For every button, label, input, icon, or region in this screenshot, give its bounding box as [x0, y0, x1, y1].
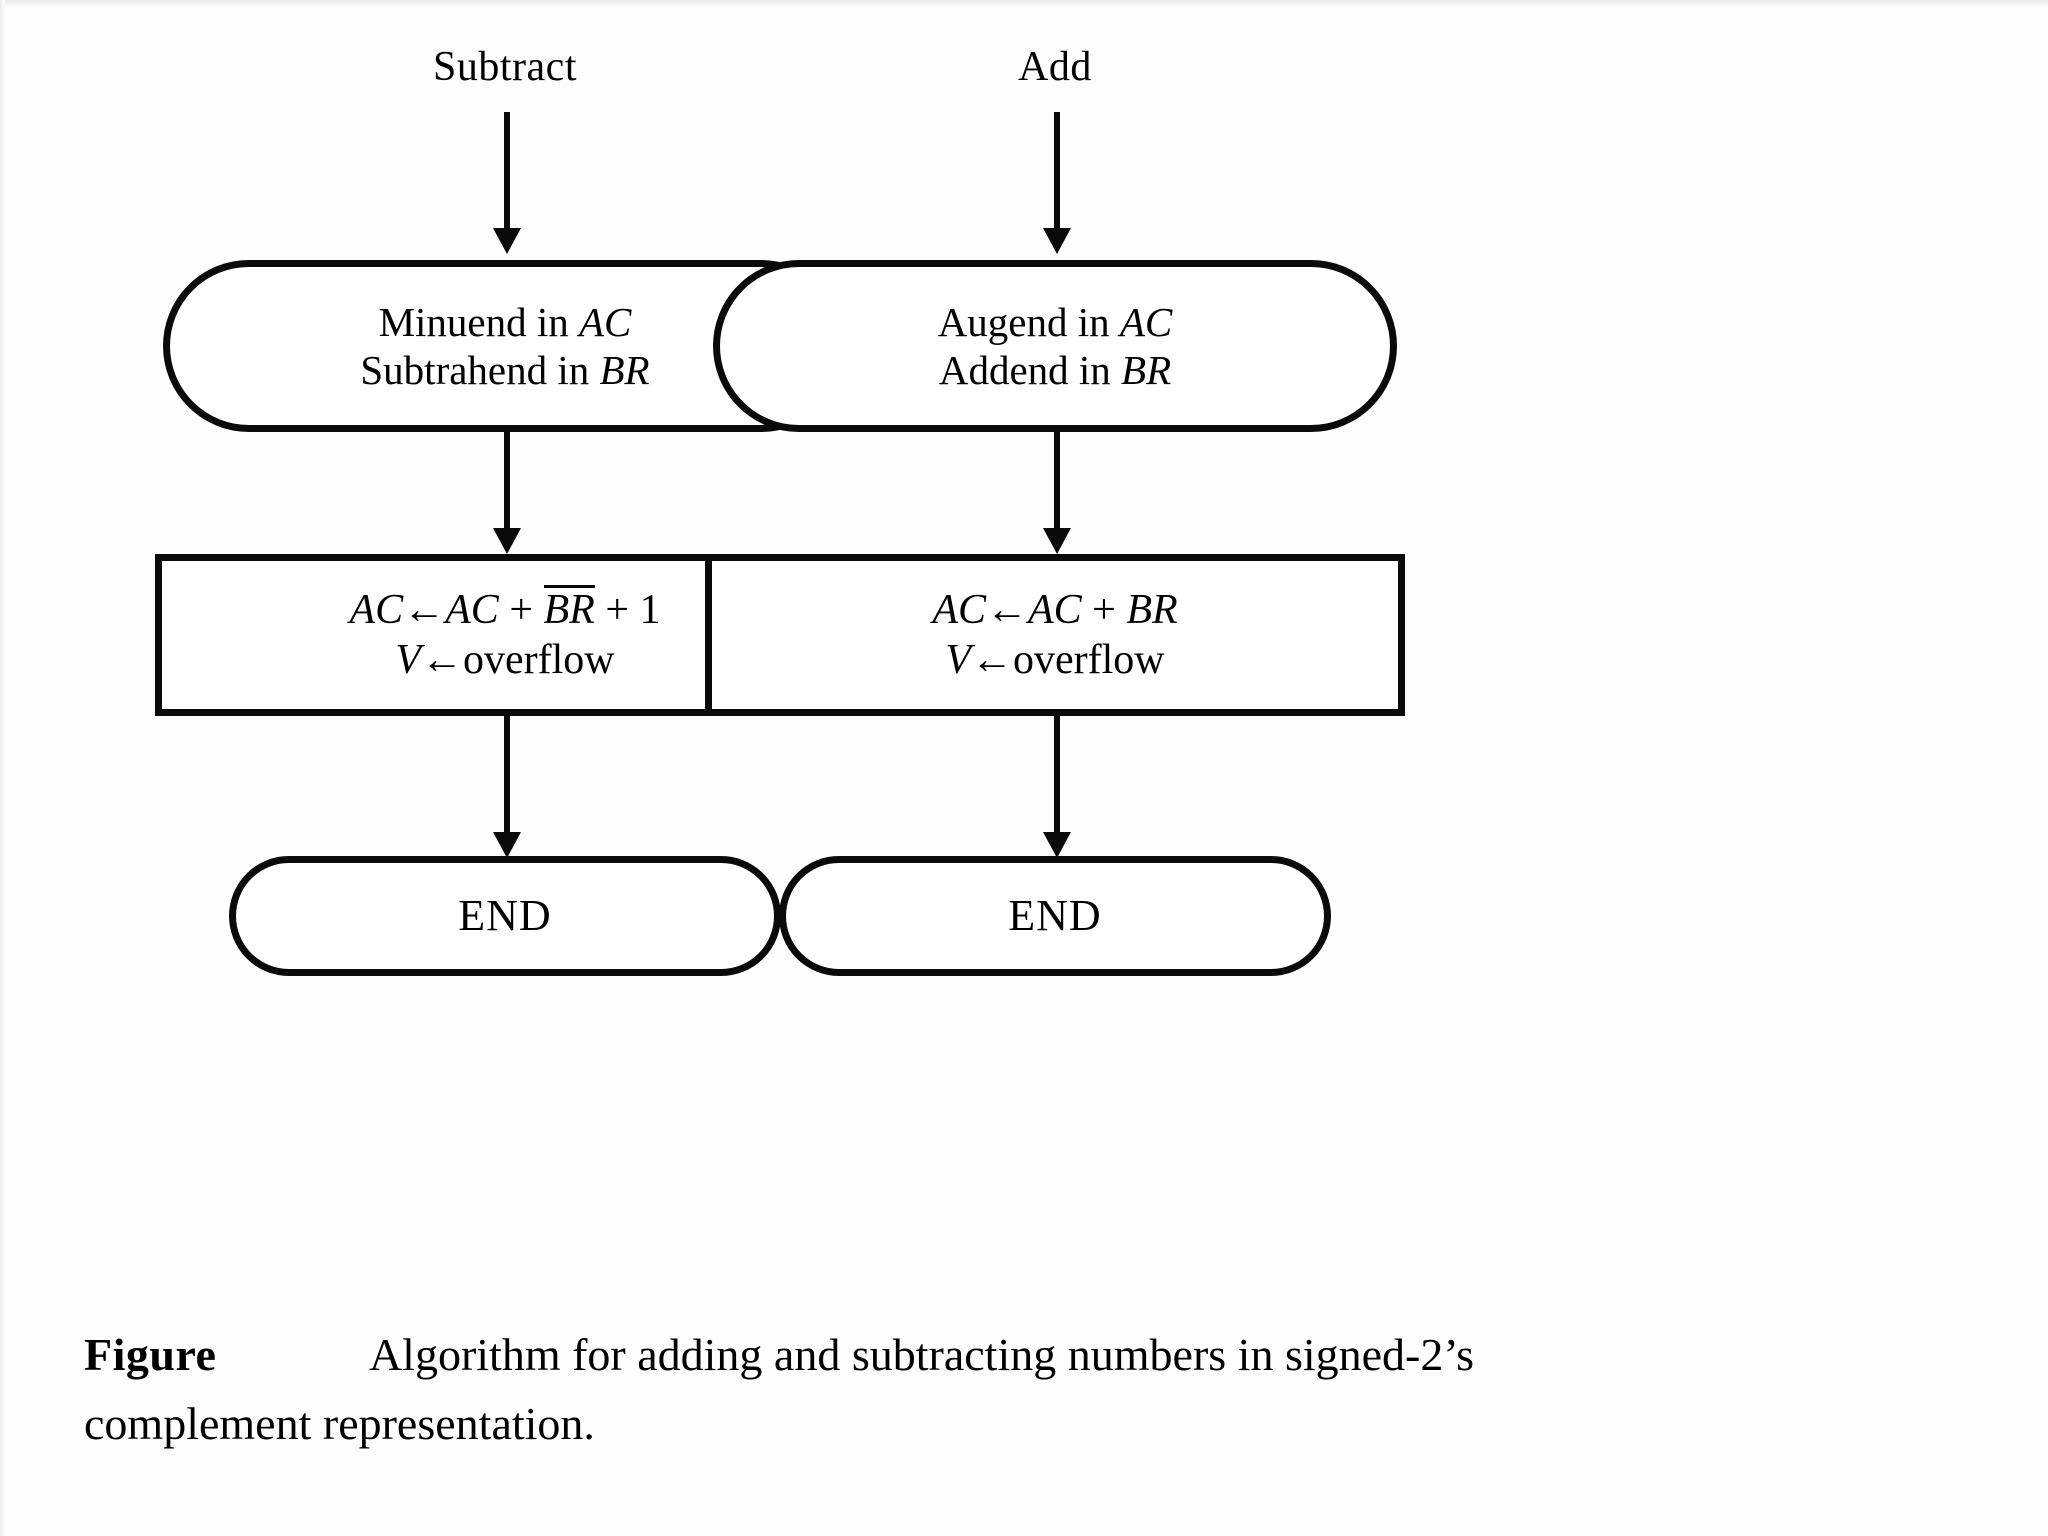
- node-add-process-line2: V←overflow: [945, 635, 1164, 685]
- node-add-operands: Augend in AC Addend in BR: [713, 260, 1397, 432]
- caption-line-1: Figure Algorithm for adding and subtract…: [84, 1322, 1994, 1389]
- entry-label-add: Add: [1018, 44, 1092, 90]
- figure-caption: Figure Algorithm for adding and subtract…: [84, 1322, 1994, 1457]
- arrow-subtract-entry-to-operands: [493, 112, 521, 254]
- add-assign-arrow-1: ←: [986, 586, 1028, 633]
- minuend-register: AC: [579, 298, 632, 345]
- add-overflow-word: overflow: [1013, 637, 1165, 683]
- add-assign-arrow-2: ←: [971, 637, 1014, 683]
- node-subtract-process-line2: V←overflow: [395, 635, 614, 685]
- sub-one: 1: [639, 586, 661, 633]
- node-add-end: END: [779, 856, 1331, 976]
- scan-edge-top: [0, 0, 2048, 6]
- sub-overflow-word: overflow: [463, 637, 615, 683]
- sub-ac-dest: AC: [349, 586, 404, 633]
- caption-figure-word: Figure: [84, 1329, 217, 1380]
- addend-register: BR: [1121, 347, 1172, 393]
- node-subtract-operands-line1: Minuend in AC: [379, 298, 632, 346]
- node-subtract-end: END: [229, 856, 781, 976]
- arrow-subtract-process-to-end: [493, 716, 521, 858]
- add-br-register: BR: [1126, 586, 1178, 633]
- caption-line-2: complement representation.: [84, 1397, 595, 1449]
- sub-v-flag: V: [395, 637, 422, 683]
- addend-text: Addend in: [938, 347, 1122, 393]
- arrow-add-operands-to-process: [1043, 432, 1071, 554]
- add-ac-src: AC: [1028, 586, 1082, 633]
- node-add-process: AC←AC + BR V←overflow: [705, 554, 1405, 716]
- flow-column-add: Add Augend in AC Addend in BR AC←AC + BR…: [705, 0, 1405, 1290]
- augend-register: AC: [1119, 298, 1173, 345]
- node-subtract-end-label: END: [458, 891, 552, 941]
- add-v-flag: V: [945, 637, 972, 683]
- node-add-process-line1: AC←AC + BR: [932, 585, 1177, 635]
- subtrahend-register: BR: [599, 347, 650, 393]
- minuend-text: Minuend in: [378, 298, 580, 345]
- sub-assign-arrow-2: ←: [421, 637, 464, 683]
- node-add-operands-line1: Augend in AC: [938, 298, 1173, 346]
- node-subtract-operands-line2: Subtrahend in BR: [360, 346, 649, 394]
- caption-body-line-1: Algorithm for adding and subtracting num…: [368, 1329, 1475, 1380]
- sub-plus-2: +: [594, 586, 640, 633]
- add-ac-dest: AC: [932, 586, 986, 633]
- sub-assign-arrow-1: ←: [403, 586, 446, 633]
- scan-edge-left: [0, 0, 5, 1536]
- arrow-add-entry-to-operands: [1043, 112, 1071, 254]
- arrow-subtract-operands-to-process: [493, 432, 521, 554]
- sub-plus-1: +: [498, 586, 544, 633]
- arrow-add-process-to-end: [1043, 716, 1071, 858]
- node-add-end-label: END: [1008, 891, 1102, 941]
- augend-text: Augend in: [937, 298, 1120, 345]
- sub-ac-src: AC: [445, 586, 499, 633]
- add-plus-1: +: [1081, 586, 1127, 633]
- node-subtract-process-line1: AC←AC + BR + 1: [349, 584, 661, 635]
- subtrahend-text: Subtrahend in: [360, 347, 600, 393]
- node-add-operands-line2: Addend in BR: [939, 346, 1171, 394]
- entry-label-subtract: Subtract: [433, 44, 577, 90]
- sub-br-complement: BR: [543, 584, 595, 633]
